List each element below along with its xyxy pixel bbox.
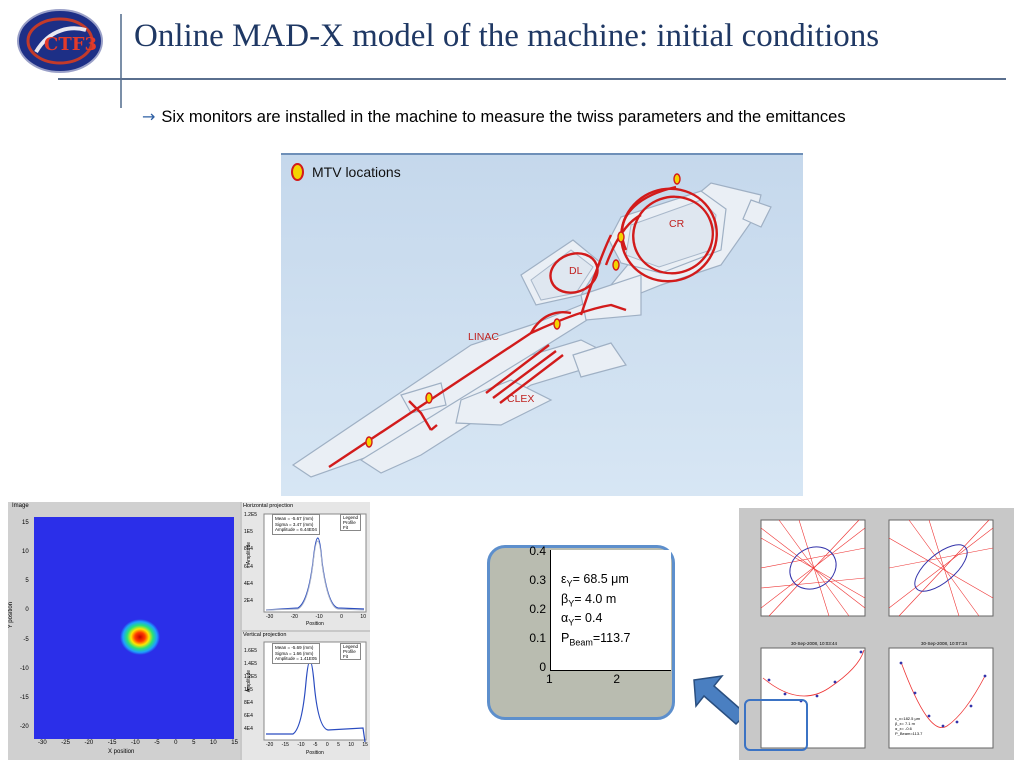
zoom-plot-area: εY= 68.5 μm βY= 4.0 m αY= 0.4 PBeam=113.…: [550, 550, 671, 671]
map-legend-text: MTV locations: [312, 164, 401, 180]
param-pbeam: PBeam=113.7: [561, 630, 631, 648]
vproj-xlabel: Position: [306, 750, 324, 756]
param-alpha: αY= 0.4: [561, 611, 603, 628]
twiss-fit-drawing: [744, 519, 994, 751]
ctf3-logo: CTF3: [17, 9, 103, 73]
horizontal-rule: [58, 78, 1006, 80]
machine-layout-drawing: [291, 173, 772, 478]
twiss-fit-grid: 30-Sep-2008, 10:03:44 30-Sep-2008, 10:07…: [739, 508, 1014, 760]
twiss-params: εY= 68.5 μm βY= 4.0 m αY= 0.4 PBeam=113.…: [561, 572, 631, 650]
map-legend: MTV locations: [291, 163, 401, 181]
hproj-ylabel: Amplitude: [246, 542, 252, 565]
vertical-rule: [120, 14, 122, 108]
bullet-text: Six monitors are installed in the machin…: [161, 108, 846, 126]
hproj-title: Horizontal projection: [243, 503, 294, 509]
slide-title: Online MAD-X model of the machine: initi…: [134, 18, 880, 54]
hproj-xlabel: Position: [306, 621, 324, 627]
label-clex: CLEX: [507, 393, 535, 405]
beam-profile-drawing: [8, 502, 370, 760]
vproj-stats: Mean = -5.69 (mm)Sigma = 1.66 (mm)Amplit…: [272, 643, 320, 664]
hproj-stats: Mean = -5.67 (mm)Sigma = 3.47 (mm)Amplit…: [272, 514, 320, 535]
plot4-title: 30-Sep-2008, 10:07:34: [921, 641, 968, 646]
monitor-marker-icon: [291, 163, 304, 181]
image-title: Image: [12, 503, 29, 509]
label-cr: CR: [669, 218, 685, 230]
arrow-right-icon: →: [142, 107, 156, 126]
param-beta: βY= 4.0 m: [561, 591, 617, 609]
label-dl: DL: [569, 265, 583, 277]
image-xlabel: X position: [108, 749, 135, 755]
plot3-title: 30-Sep-2008, 10:03:44: [791, 641, 838, 646]
vproj-title: Vertical projection: [243, 632, 287, 638]
image-ylabel: Y position: [8, 602, 14, 629]
param-emittance: εY= 68.5 μm: [561, 572, 629, 589]
label-linac: LINAC: [468, 331, 499, 343]
logo-text: CTF3: [44, 34, 97, 55]
vproj-ylabel: Amplitude: [246, 670, 252, 693]
twiss-zoom-box: εY= 68.5 μm βY= 4.0 m αY= 0.4 PBeam=113.…: [487, 544, 675, 720]
bullet-line: → Six monitors are installed in the machi…: [142, 107, 846, 127]
machine-layout-map: MTV locations CR DL LINAC CLEX: [281, 153, 803, 496]
beam-profile-screenshot: Image X position Y position -30-25-20-15…: [8, 502, 370, 760]
